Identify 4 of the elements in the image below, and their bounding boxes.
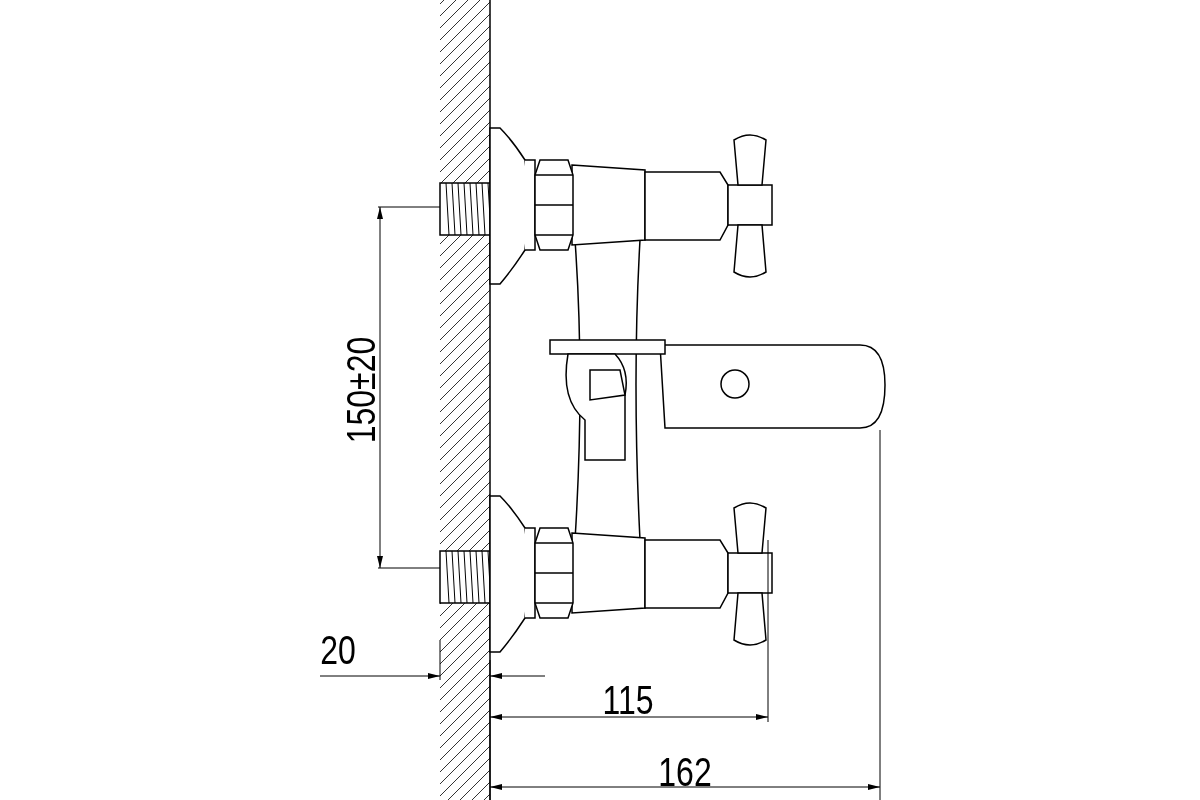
dimension-label: 162 — [658, 752, 712, 792]
dimension-label: 20 — [320, 630, 356, 670]
dimension-label: 115 — [602, 680, 654, 720]
dimension-label: 150±20 — [341, 336, 381, 444]
